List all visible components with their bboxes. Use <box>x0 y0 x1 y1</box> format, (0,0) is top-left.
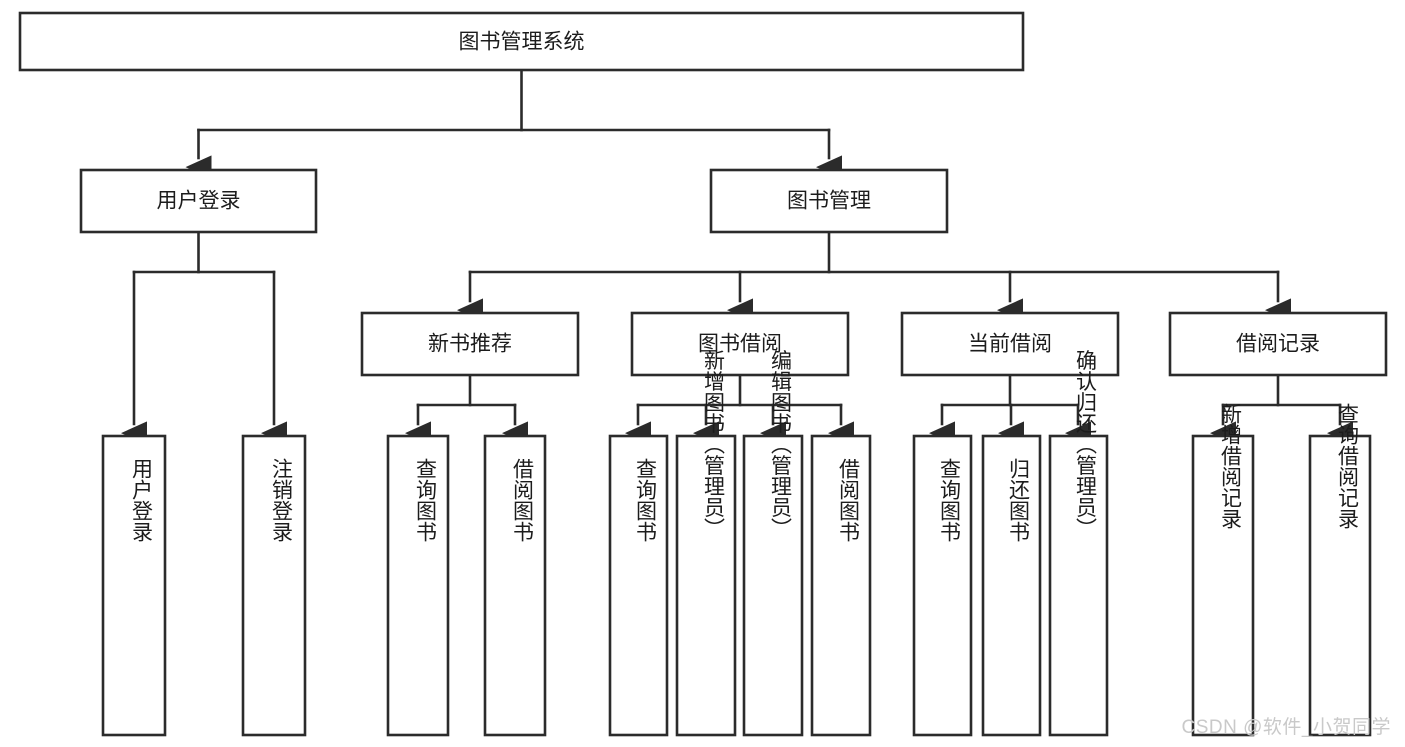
node-root-box[interactable] <box>18 11 1025 72</box>
node-leaf-add-borrow-record-box[interactable] <box>1191 434 1255 737</box>
node-leaf-add-borrow-record-label: 新增借阅记录 <box>1219 403 1243 529</box>
node-leaf-add-book-admin[interactable]: 新增图书（管理员） <box>675 350 737 737</box>
node-borrow-record[interactable]: 借阅记录 <box>1168 311 1388 377</box>
node-user-login[interactable]: 用户登录 <box>79 168 318 234</box>
node-leaf-return-book-box[interactable] <box>981 434 1042 737</box>
node-book-borrow[interactable]: 图书借阅 <box>630 311 850 377</box>
node-leaf-query-book-rec[interactable]: 查询图书 <box>386 434 450 737</box>
node-leaf-user-login[interactable]: 用户登录 <box>101 434 167 737</box>
node-current-borrow-label: 当前借阅 <box>968 333 1052 356</box>
node-leaf-query-book-borrow[interactable]: 查询图书 <box>608 434 669 737</box>
node-leaf-query-book-borrow-label: 查询图书 <box>634 458 658 542</box>
node-leaf-borrow-book-rec-label: 借阅图书 <box>511 458 535 542</box>
node-leaf-confirm-return-admin-box[interactable] <box>1048 434 1109 737</box>
node-leaf-query-borrow-record[interactable]: 查询借阅记录 <box>1308 403 1372 737</box>
node-leaf-user-login-label: 用户登录 <box>130 458 154 542</box>
node-user-login-box[interactable] <box>79 168 318 234</box>
node-book-management[interactable]: 图书管理 <box>709 168 949 234</box>
node-leaf-add-book-admin-box[interactable] <box>675 434 737 737</box>
node-leaf-query-borrow-record-box[interactable] <box>1308 434 1372 737</box>
node-leaf-borrow-book-box[interactable] <box>810 434 872 737</box>
node-leaf-user-login-box[interactable] <box>101 434 167 737</box>
node-leaf-add-borrow-record[interactable]: 新增借阅记录 <box>1191 403 1255 737</box>
node-book-borrow-label: 图书借阅 <box>698 333 782 356</box>
node-leaf-query-book-rec-box[interactable] <box>386 434 450 737</box>
node-leaf-borrow-book-label: 借阅图书 <box>837 458 861 542</box>
node-current-borrow[interactable]: 当前借阅 <box>900 311 1120 377</box>
node-book-borrow-box[interactable] <box>630 311 850 377</box>
node-leaf-borrow-book-rec-box[interactable] <box>483 434 547 737</box>
node-leaf-query-book-current-label: 查询图书 <box>938 458 962 542</box>
node-new-book-recommend-label: 新书推荐 <box>428 333 512 356</box>
node-root[interactable]: 图书管理系统 <box>18 11 1025 72</box>
node-leaf-return-book[interactable]: 归还图书 <box>981 434 1042 737</box>
node-current-borrow-box[interactable] <box>900 311 1120 377</box>
node-leaf-edit-book-admin-label: 编辑图书（管理员） <box>769 350 793 539</box>
node-leaf-user-logout[interactable]: 注销登录 <box>241 434 307 737</box>
node-root-label: 图书管理系统 <box>459 31 585 54</box>
node-leaf-user-logout-label: 注销登录 <box>270 458 294 542</box>
node-leaf-user-logout-box[interactable] <box>241 434 307 737</box>
node-leaf-query-book-current[interactable]: 查询图书 <box>912 434 973 737</box>
node-leaf-edit-book-admin[interactable]: 编辑图书（管理员） <box>742 350 804 737</box>
node-leaf-borrow-book-rec[interactable]: 借阅图书 <box>483 434 547 737</box>
node-borrow-record-label: 借阅记录 <box>1236 333 1320 356</box>
node-leaf-query-borrow-record-label: 查询借阅记录 <box>1336 403 1360 529</box>
node-leaf-query-book-current-box[interactable] <box>912 434 973 737</box>
node-leaf-confirm-return-admin[interactable]: 确认归还（管理员） <box>1048 350 1109 737</box>
node-book-management-box[interactable] <box>709 168 949 234</box>
node-leaf-query-book-rec-label: 查询图书 <box>414 458 438 542</box>
edges-group <box>121 68 1353 445</box>
watermark-label: CSDN @软件_小贺同学 <box>1181 717 1391 738</box>
node-borrow-record-box[interactable] <box>1168 311 1388 377</box>
node-leaf-return-book-label: 归还图书 <box>1007 458 1031 542</box>
node-book-management-label: 图书管理 <box>787 190 871 213</box>
node-user-login-label: 用户登录 <box>157 190 241 213</box>
node-leaf-add-book-admin-label: 新增图书（管理员） <box>702 350 726 539</box>
node-leaf-edit-book-admin-box[interactable] <box>742 434 804 737</box>
node-new-book-recommend[interactable]: 新书推荐 <box>360 311 580 377</box>
node-leaf-borrow-book[interactable]: 借阅图书 <box>810 434 872 737</box>
node-leaf-confirm-return-admin-label: 确认归还（管理员） <box>1074 350 1098 539</box>
node-new-book-recommend-box[interactable] <box>360 311 580 377</box>
node-leaf-query-book-borrow-box[interactable] <box>608 434 669 737</box>
